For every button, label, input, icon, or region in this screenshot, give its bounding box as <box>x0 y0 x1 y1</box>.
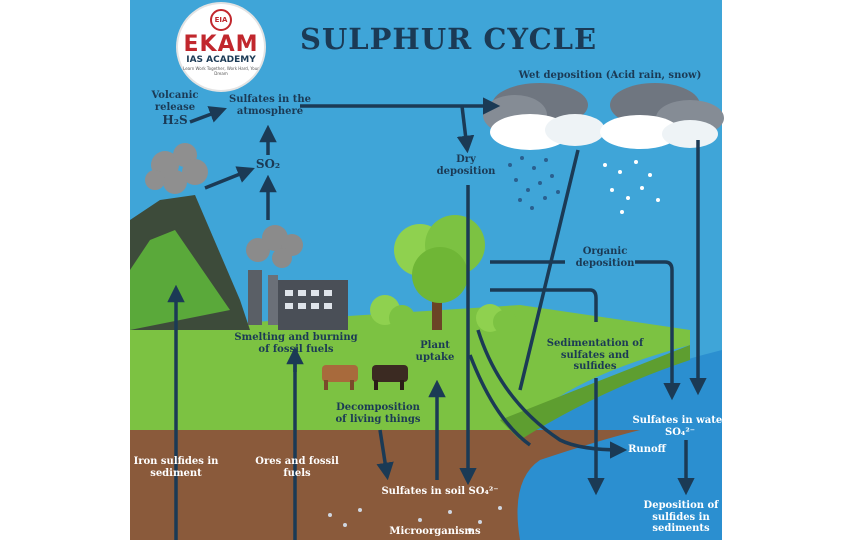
label-so2: SO₂ <box>255 157 281 171</box>
label-smelting: Smelting and burning of fossil fuels <box>234 332 358 355</box>
label-ores: Ores and fossil fuels <box>255 456 339 479</box>
label-sedimentation: Sedimentation of sulfates and sulfides <box>546 338 644 372</box>
label-wet-deposition: Wet deposition (Acid rain, snow) <box>518 70 702 81</box>
label-plant-uptake: Plant uptake <box>415 340 455 363</box>
volcanic-smoke <box>145 143 208 194</box>
bush-right <box>476 304 517 334</box>
logo-badge: EIA <box>210 9 232 31</box>
label-sulfates-soil: Sulfates in soil SO₄²⁻ <box>381 486 499 497</box>
label-sulfates-atmosphere: Sulfates in the atmosphere <box>229 94 311 117</box>
ekam-logo: EIA EKAM IAS ACADEMY Learn Work Together… <box>178 4 264 90</box>
label-h2s: H₂S <box>162 113 188 127</box>
label-deposition-sulfides: Deposition of sulfides in sediments <box>643 500 719 534</box>
factory <box>248 270 348 330</box>
label-dry-deposition: Dry deposition <box>436 154 496 177</box>
label-iron-sulfides: Iron sulfides in sediment <box>133 456 219 479</box>
logo-subtitle: IAS ACADEMY <box>186 55 256 65</box>
cycle-arrows <box>167 97 707 540</box>
factory-smoke <box>246 225 303 268</box>
label-microorganisms: Microorganisms <box>389 526 481 537</box>
soil-particles <box>328 506 502 532</box>
bush-left <box>370 295 415 331</box>
label-runoff: Runoff <box>628 444 666 455</box>
soil-layer <box>130 430 640 540</box>
cows <box>322 365 408 390</box>
rain-drops <box>508 156 560 210</box>
label-volcanic-release: Volcanic release <box>151 90 199 113</box>
snow-flakes <box>603 160 660 214</box>
grass-plateau <box>130 305 690 430</box>
tree <box>394 215 485 330</box>
diagram-title: SULPHUR CYCLE <box>300 22 598 56</box>
label-decomposition: Decomposition of living things <box>335 402 421 425</box>
label-organic-deposition: Organic deposition <box>575 246 635 269</box>
label-sulfates-water: Sulfates in water SO₄²⁻ <box>632 415 728 438</box>
logo-tagline: Learn Work Together, Work Hard, Your Dre… <box>183 66 259 76</box>
logo-name: EKAM <box>183 32 259 57</box>
volcano-forest <box>130 230 230 330</box>
